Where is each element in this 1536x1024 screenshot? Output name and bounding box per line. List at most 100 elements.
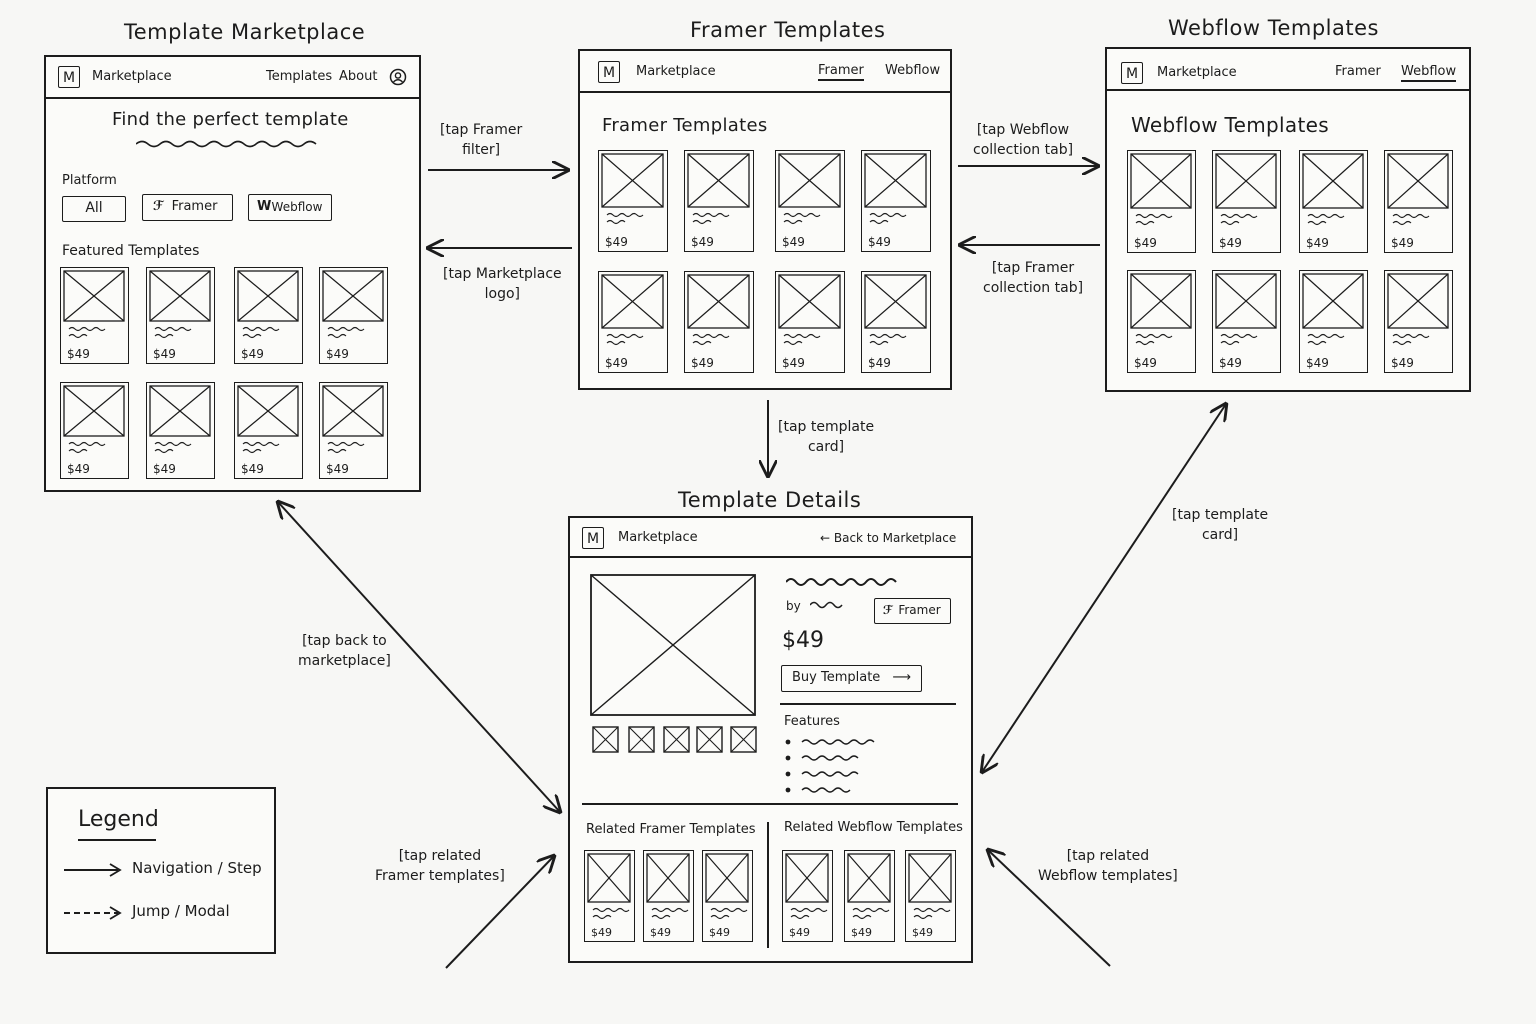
user-icon[interactable] bbox=[389, 68, 407, 86]
template-card[interactable]: $49 bbox=[702, 850, 753, 942]
template-card[interactable]: $49 bbox=[60, 267, 129, 364]
annotation-tap-marketplace-logo: [tap Marketplace logo] bbox=[443, 266, 562, 302]
template-price: $49 bbox=[782, 628, 824, 653]
template-card[interactable]: $49 bbox=[319, 382, 388, 479]
card-price: $49 bbox=[1134, 356, 1157, 370]
template-card[interactable]: $49 bbox=[60, 382, 129, 479]
placeholder-image bbox=[687, 274, 750, 346]
template-card[interactable]: $49 bbox=[1299, 270, 1368, 373]
template-card[interactable]: $49 bbox=[905, 850, 956, 942]
section-divider bbox=[582, 803, 958, 805]
template-card[interactable]: $49 bbox=[775, 271, 845, 373]
brand-name: Marketplace bbox=[1157, 65, 1237, 80]
placeholder-image bbox=[1302, 153, 1364, 226]
template-card[interactable]: $49 bbox=[598, 150, 668, 252]
template-card[interactable]: $49 bbox=[1384, 270, 1453, 373]
thumbnail[interactable] bbox=[663, 726, 691, 754]
template-card[interactable]: $49 bbox=[598, 271, 668, 373]
marketplace-logo[interactable]: M bbox=[1121, 62, 1143, 84]
placeholder-image bbox=[63, 270, 125, 339]
template-card[interactable]: $49 bbox=[861, 271, 931, 373]
placeholder-image bbox=[1130, 153, 1192, 226]
card-price: $49 bbox=[605, 235, 628, 249]
template-card[interactable]: $49 bbox=[146, 267, 215, 364]
placeholder-image bbox=[785, 853, 829, 920]
features-label: Features bbox=[784, 714, 840, 729]
card-price: $49 bbox=[782, 356, 805, 370]
placeholder-image bbox=[1302, 273, 1364, 346]
tab-framer[interactable]: Framer bbox=[818, 63, 864, 81]
template-card[interactable]: $49 bbox=[643, 850, 694, 942]
marketplace-logo[interactable]: M bbox=[598, 61, 620, 83]
title-marketplace: Template Marketplace bbox=[124, 20, 366, 44]
template-card[interactable]: $49 bbox=[861, 150, 931, 252]
template-card[interactable]: $49 bbox=[775, 150, 845, 252]
template-name-squiggle bbox=[786, 578, 897, 586]
tab-webflow[interactable]: Webflow bbox=[1401, 64, 1457, 82]
arrow-related-webflow bbox=[988, 850, 1111, 967]
template-card[interactable]: $49 bbox=[1212, 150, 1281, 253]
placeholder-image bbox=[864, 274, 927, 346]
placeholder-image bbox=[646, 853, 690, 920]
marketplace-logo[interactable]: M bbox=[582, 527, 604, 549]
annotation-tap-framer-filter: [tap Framer filter] bbox=[440, 122, 523, 158]
card-price: $49 bbox=[326, 462, 349, 476]
brand-name: Marketplace bbox=[92, 69, 172, 84]
filter-all-button[interactable]: All bbox=[62, 196, 126, 222]
title-framer: Framer Templates bbox=[690, 18, 886, 42]
author-squiggle bbox=[810, 601, 843, 609]
template-card[interactable]: $49 bbox=[234, 267, 303, 364]
marketplace-logo[interactable]: M bbox=[58, 66, 80, 88]
template-card[interactable]: $49 bbox=[1212, 270, 1281, 373]
back-to-marketplace-link[interactable]: ← Back to Marketplace bbox=[820, 531, 957, 545]
template-card[interactable]: $49 bbox=[146, 382, 215, 479]
template-card[interactable]: $49 bbox=[1127, 150, 1196, 253]
buy-template-button[interactable]: Buy Template ⟶ bbox=[781, 665, 922, 692]
arrow-related-framer bbox=[445, 856, 554, 969]
template-card[interactable]: $49 bbox=[1384, 150, 1453, 253]
card-price: $49 bbox=[241, 462, 264, 476]
legend-solid-label: Navigation / Step bbox=[132, 859, 262, 877]
nav-about-link[interactable]: About bbox=[339, 69, 378, 84]
annotation-tap-template-card-1: [tap template card] bbox=[778, 419, 875, 455]
placeholder-image bbox=[864, 153, 927, 225]
placeholder-image bbox=[322, 385, 384, 454]
template-card[interactable]: $49 bbox=[684, 271, 754, 373]
card-price: $49 bbox=[1306, 236, 1329, 250]
template-card[interactable]: $49 bbox=[1299, 150, 1368, 253]
template-card[interactable]: $49 bbox=[234, 382, 303, 479]
featured-label: Featured Templates bbox=[62, 243, 200, 259]
filter-framer-button[interactable]: ℱ Framer bbox=[142, 194, 233, 221]
placeholder-image bbox=[63, 385, 125, 454]
thumbnail[interactable] bbox=[592, 726, 620, 754]
card-price: $49 bbox=[868, 356, 891, 370]
tab-webflow[interactable]: Webflow bbox=[885, 63, 941, 78]
template-card[interactable]: $49 bbox=[1127, 270, 1196, 373]
tab-framer[interactable]: Framer bbox=[1335, 64, 1381, 79]
thumbnail[interactable] bbox=[696, 726, 724, 754]
webflow-screen: M Marketplace Framer Webflow Webflow Tem… bbox=[1105, 47, 1471, 392]
placeholder-image bbox=[778, 274, 841, 346]
platform-label: Platform bbox=[62, 173, 117, 188]
navbar: M Marketplace Templates About bbox=[46, 57, 419, 99]
details-screen: M Marketplace ← Back to Marketplace by ℱ… bbox=[568, 516, 973, 963]
card-price: $49 bbox=[591, 926, 612, 939]
card-price: $49 bbox=[67, 347, 90, 361]
template-card[interactable]: $49 bbox=[782, 850, 833, 942]
placeholder-image bbox=[237, 385, 299, 454]
template-card[interactable]: $49 bbox=[319, 267, 388, 364]
template-card[interactable]: $49 bbox=[844, 850, 895, 942]
filter-webflow-button[interactable]: W Webflow bbox=[248, 194, 332, 221]
legend-box: Legend Navigation / Step Jump / Modal bbox=[46, 787, 276, 954]
nav-templates-link[interactable]: Templates bbox=[266, 69, 333, 84]
related-divider bbox=[767, 822, 769, 948]
annotation-tap-webflow-tab: [tap Webflow collection tab] bbox=[973, 122, 1074, 158]
template-card[interactable]: $49 bbox=[584, 850, 635, 942]
webflow-heading: Webflow Templates bbox=[1131, 113, 1329, 137]
placeholder-image bbox=[847, 853, 891, 920]
template-card[interactable]: $49 bbox=[684, 150, 754, 252]
thumbnail[interactable] bbox=[730, 726, 758, 754]
thumbnail[interactable] bbox=[628, 726, 656, 754]
platform-badge-label: Framer bbox=[898, 603, 941, 617]
